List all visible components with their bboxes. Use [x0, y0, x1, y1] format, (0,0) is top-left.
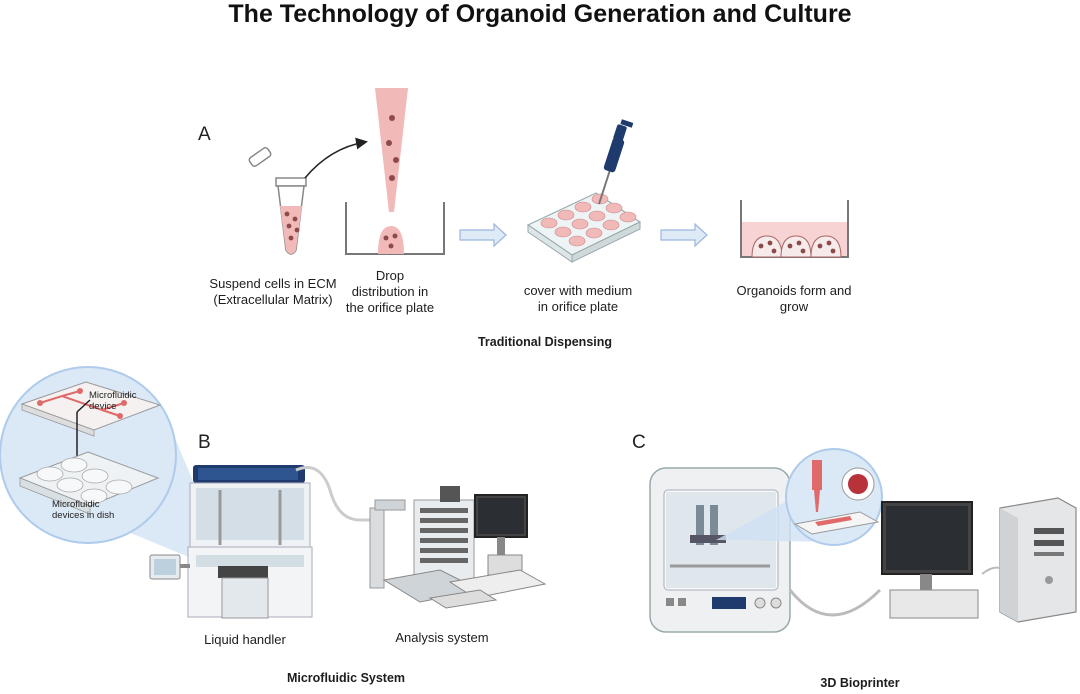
ecm-tube-icon — [248, 147, 307, 255]
step-drop-label: Drop distribution in the orifice plate — [345, 268, 435, 315]
computer-monitor-icon — [881, 501, 979, 619]
panel-b-caption: Microfluidic System — [286, 671, 406, 685]
panel-c-caption: 3D Bioprinter — [820, 676, 900, 690]
liquid-handler-label: Liquid handler — [204, 632, 286, 647]
orifice-well-icon — [345, 202, 445, 255]
well-plate-icon — [526, 192, 642, 263]
panel-b-letter: B — [198, 432, 211, 453]
curved-arrow-icon — [304, 137, 368, 179]
panel-c-letter: C — [632, 432, 646, 453]
analysis-system-label: Analysis system — [395, 630, 489, 645]
panel-a-letter: A — [198, 124, 211, 145]
liquid-handler-icon — [149, 465, 372, 619]
microfluidic-zoom-callout — [0, 366, 177, 544]
computer-tower-icon — [981, 497, 1077, 623]
flow-arrow-icon — [459, 222, 507, 248]
step-cover-label: cover with medium in orifice plate — [523, 283, 633, 314]
organoid-dish-icon — [740, 200, 849, 258]
analysis-system-icon — [369, 486, 547, 609]
bioprinting-zoom-callout — [785, 448, 883, 546]
step-organoids-label: Organoids form and grow — [736, 283, 852, 314]
figure-title: The Technology of Organoid Generation an… — [228, 0, 852, 28]
panel-a-caption: Traditional Dispensing — [477, 335, 613, 349]
flow-arrow-icon — [660, 222, 708, 248]
pipette-tip-icon — [375, 88, 408, 212]
step-suspend-label: Suspend cells in ECM (Extracellular Matr… — [209, 276, 337, 307]
callout-devices-in-dish: Microfluidic devices in dish — [52, 499, 115, 521]
callout-microfluidic-device: Microfluidic device — [89, 390, 137, 412]
pipette-icon — [598, 119, 634, 205]
